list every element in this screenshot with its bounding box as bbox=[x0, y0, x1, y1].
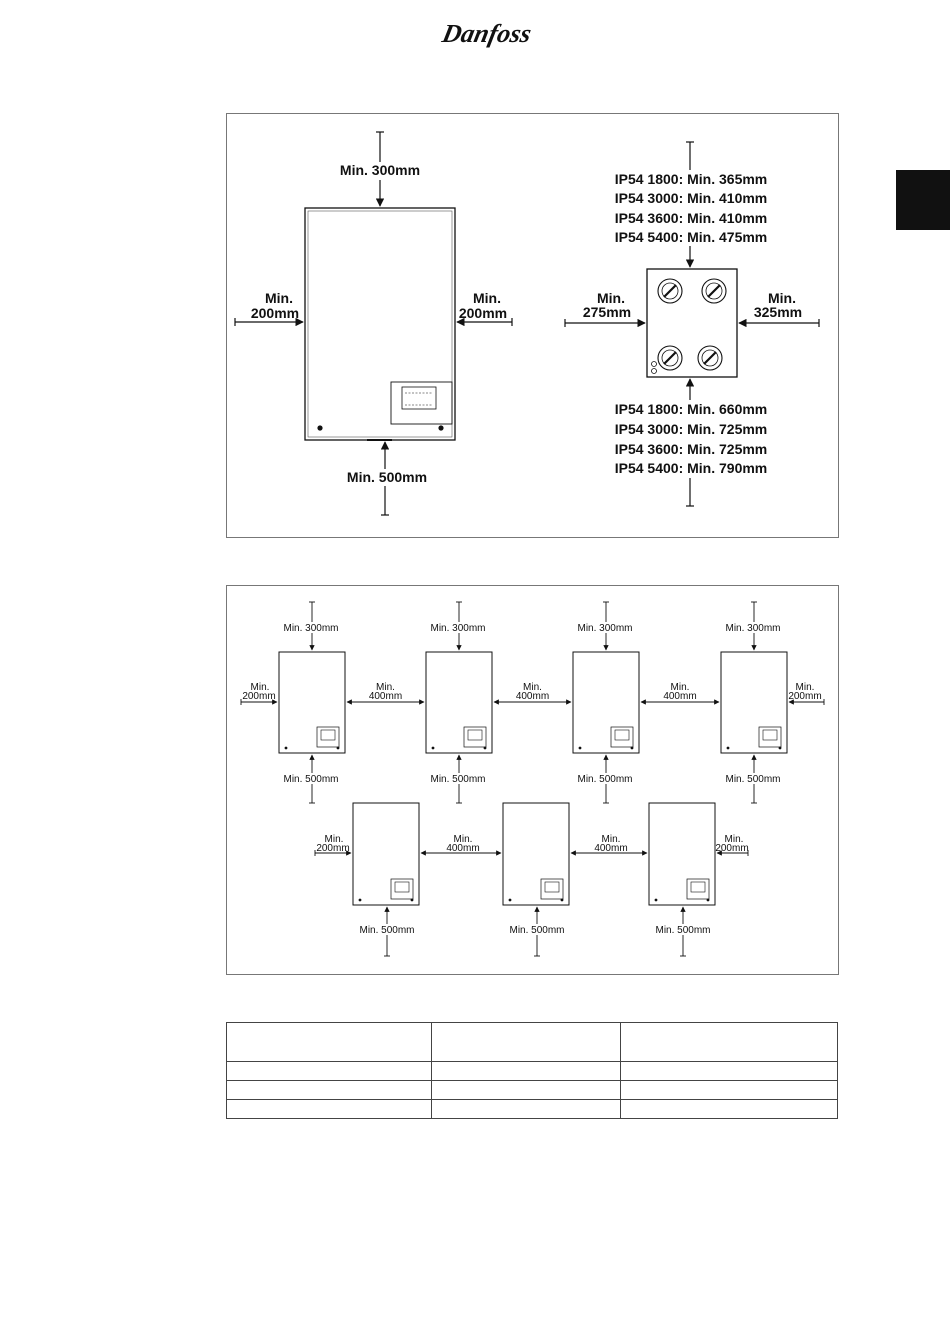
svg-text:Danfoss: Danfoss bbox=[439, 19, 534, 48]
outer-clearance-label: 200mm bbox=[316, 843, 349, 854]
between-clearance-label: Min. bbox=[454, 834, 473, 845]
table-row bbox=[226, 1061, 838, 1081]
table-header-cell bbox=[431, 1022, 621, 1062]
danfoss-logo: Danfoss bbox=[435, 14, 535, 54]
top-clearance-label: Min. 300mm bbox=[430, 623, 485, 634]
outer-clearance-label: 200mm bbox=[788, 691, 821, 702]
bottom-clearance-label: Min. 500mm bbox=[577, 774, 632, 785]
between-clearance-label: 400mm bbox=[446, 843, 479, 854]
top-clearance-label: Min. 300mm bbox=[340, 162, 420, 178]
between-clearance-label: 400mm bbox=[663, 691, 696, 702]
danfoss-logo-mark: Danfoss bbox=[439, 19, 534, 48]
ip54-right-label-2: 325mm bbox=[754, 304, 802, 320]
ip54-left-label-2: 275mm bbox=[583, 304, 631, 320]
outer-clearance-label: Min. bbox=[796, 682, 815, 693]
table-header-cell bbox=[620, 1022, 838, 1062]
left-clearance-label-1: Min. bbox=[265, 290, 293, 306]
ip54-top-line-1: IP54 1800: Min. 365mm bbox=[615, 171, 768, 187]
bottom-clearance-label: Min. 500mm bbox=[359, 925, 414, 936]
drive-unit-ip54-top-view bbox=[646, 268, 738, 378]
drive-unit bbox=[502, 802, 570, 906]
bottom-clearance-label: Min. 500mm bbox=[347, 469, 427, 485]
between-clearance-label: Min. bbox=[602, 834, 621, 845]
bottom-clearance-label: Min. 500mm bbox=[725, 774, 780, 785]
bottom-clearance-label: Min. 500mm bbox=[655, 925, 710, 936]
between-clearance-label: 400mm bbox=[516, 691, 549, 702]
drive-unit bbox=[648, 802, 716, 906]
outer-clearance-label: Min. bbox=[725, 834, 744, 845]
ip54-bottom-line-3: IP54 3600: Min. 725mm bbox=[615, 441, 768, 457]
top-clearance-label: Min. 300mm bbox=[577, 623, 632, 634]
drive-unit bbox=[720, 651, 788, 754]
ip54-top-line-3: IP54 3600: Min. 410mm bbox=[615, 210, 768, 226]
ip54-top-line-4: IP54 5400: Min. 475mm bbox=[615, 229, 768, 245]
ip54-bottom-line-4: IP54 5400: Min. 790mm bbox=[615, 460, 768, 476]
bottom-clearance-label: Min. 500mm bbox=[283, 774, 338, 785]
top-clearance-label: Min. 300mm bbox=[283, 623, 338, 634]
outer-clearance-label: 200mm bbox=[715, 843, 748, 854]
drive-unit-large bbox=[304, 207, 456, 441]
top-clearance-label: Min. 300mm bbox=[725, 623, 780, 634]
ip54-top-line-2: IP54 3000: Min. 410mm bbox=[615, 190, 768, 206]
section-tab bbox=[896, 170, 950, 230]
outer-clearance-label: 200mm bbox=[242, 691, 275, 702]
ip54-bottom-line-2: IP54 3000: Min. 725mm bbox=[615, 421, 768, 437]
clearance-diagram-single: Min. 300mm Min. 500mm Min. 200mm Min. 20… bbox=[226, 113, 839, 538]
ip54-left-label-1: Min. bbox=[597, 290, 625, 306]
outer-clearance-label: Min. bbox=[251, 682, 270, 693]
table-row bbox=[226, 1080, 838, 1100]
right-clearance-label-2: 200mm bbox=[459, 305, 507, 321]
drive-unit bbox=[572, 651, 640, 754]
table-row bbox=[226, 1099, 838, 1119]
table-header-cell bbox=[226, 1022, 432, 1062]
bottom-clearance-label: Min. 500mm bbox=[509, 925, 564, 936]
outer-clearance-label: Min. bbox=[325, 834, 344, 845]
between-clearance-label: Min. bbox=[376, 682, 395, 693]
drive-unit bbox=[278, 651, 346, 754]
left-clearance-label-2: 200mm bbox=[251, 305, 299, 321]
spec-table bbox=[226, 1022, 838, 1119]
between-clearance-label: 400mm bbox=[369, 691, 402, 702]
between-clearance-label: 400mm bbox=[594, 843, 627, 854]
ip54-bottom-line-1: IP54 1800: Min. 660mm bbox=[615, 401, 768, 417]
drive-unit bbox=[425, 651, 493, 754]
ip54-right-label-1: Min. bbox=[768, 290, 796, 306]
between-clearance-label: Min. bbox=[523, 682, 542, 693]
right-clearance-label-1: Min. bbox=[473, 290, 501, 306]
between-clearance-label: Min. bbox=[671, 682, 690, 693]
drive-unit bbox=[352, 802, 420, 906]
bottom-clearance-label: Min. 500mm bbox=[430, 774, 485, 785]
